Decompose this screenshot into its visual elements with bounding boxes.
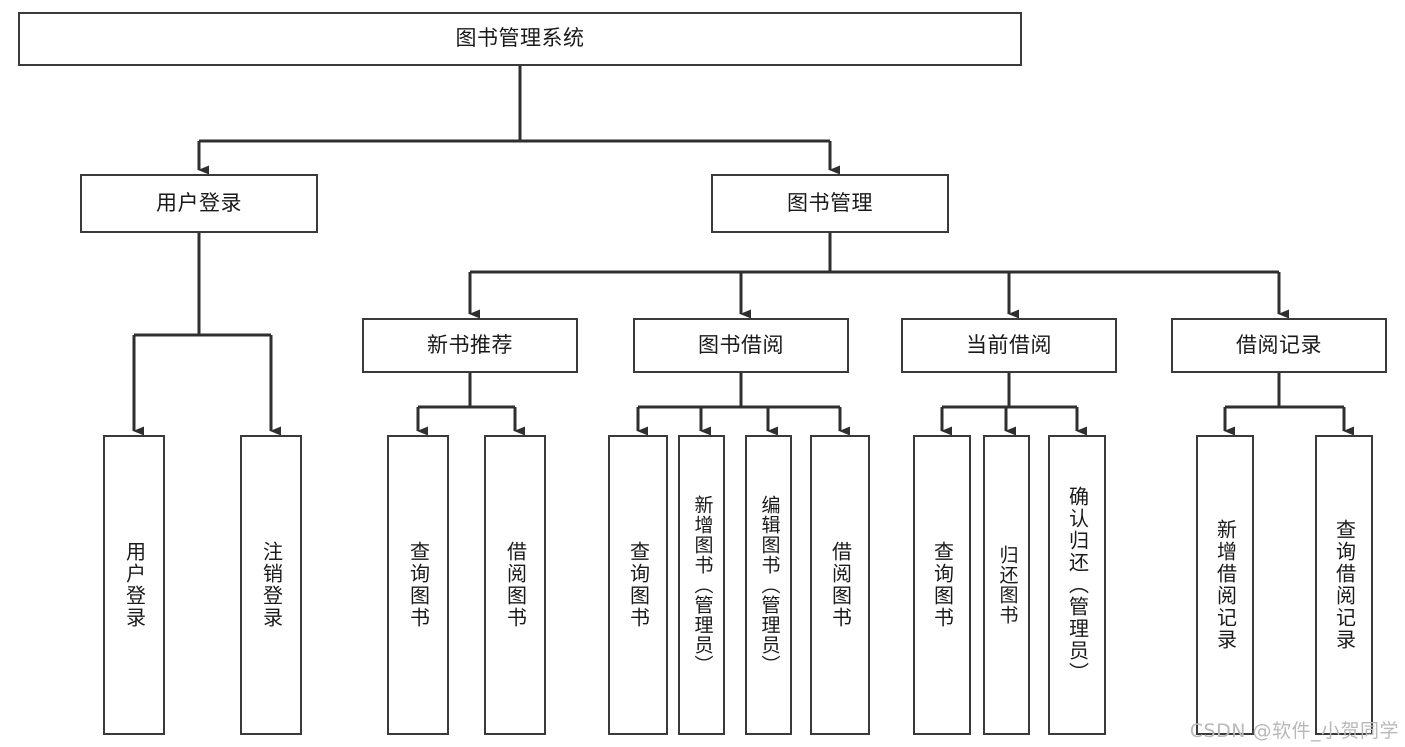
node-user-login-label: 用户登录 [156,190,242,215]
node-leaf-query-book-1[interactable]: 查询图书 [387,435,449,735]
node-leaf-query-book-2-label: 查询图书 [626,541,651,629]
node-book-borrow-label: 图书借阅 [698,332,784,357]
node-current-borrow[interactable]: 当前借阅 [901,318,1117,373]
node-leaf-confirm-return-admin[interactable]: 确认归还（管理员） [1048,435,1106,735]
node-new-book-recommend-label: 新书推荐 [427,332,513,357]
node-borrow-record-label: 借阅记录 [1236,332,1322,357]
node-leaf-borrow-book-2-label: 借阅图书 [828,541,853,629]
node-leaf-borrow-book-1-label: 借阅图书 [503,541,528,629]
node-borrow-record[interactable]: 借阅记录 [1171,318,1387,373]
node-leaf-user-login[interactable]: 用户登录 [103,435,165,735]
node-new-book-recommend[interactable]: 新书推荐 [362,318,578,373]
node-book-management-label: 图书管理 [787,190,873,215]
node-leaf-confirm-return-admin-label: 确认归还（管理员） [1065,486,1090,684]
node-leaf-user-logout-label: 注销登录 [259,541,284,629]
node-leaf-borrow-book-1[interactable]: 借阅图书 [484,435,546,735]
node-leaf-query-book-3-label: 查询图书 [930,541,955,629]
node-leaf-return-book[interactable]: 归还图书 [983,435,1030,735]
node-book-borrow[interactable]: 图书借阅 [633,318,849,373]
node-root-label: 图书管理系统 [455,26,585,51]
node-leaf-borrow-book-2[interactable]: 借阅图书 [810,435,870,735]
node-leaf-query-borrow-record[interactable]: 查询借阅记录 [1315,435,1373,735]
node-user-login[interactable]: 用户登录 [80,174,318,233]
node-leaf-return-book-label: 归还图书 [996,545,1019,625]
node-leaf-add-book-admin-label: 新增图书（管理员） [691,495,714,675]
node-leaf-query-book-2[interactable]: 查询图书 [608,435,668,735]
node-leaf-query-book-3[interactable]: 查询图书 [913,435,971,735]
node-book-management[interactable]: 图书管理 [711,174,949,233]
node-leaf-add-borrow-record-label: 新增借阅记录 [1213,519,1238,651]
node-root-system[interactable]: 图书管理系统 [18,12,1022,66]
node-leaf-edit-book-admin[interactable]: 编辑图书（管理员） [745,435,792,735]
node-leaf-user-login-label: 用户登录 [122,541,147,629]
watermark-text: CSDN @软件_小贺同学 [1189,720,1399,742]
node-leaf-query-borrow-record-label: 查询借阅记录 [1332,519,1357,651]
node-leaf-add-book-admin[interactable]: 新增图书（管理员） [678,435,725,735]
node-current-borrow-label: 当前借阅 [966,332,1052,357]
node-leaf-query-book-1-label: 查询图书 [406,541,431,629]
node-leaf-edit-book-admin-label: 编辑图书（管理员） [758,495,781,675]
node-leaf-add-borrow-record[interactable]: 新增借阅记录 [1196,435,1254,735]
node-leaf-user-logout[interactable]: 注销登录 [240,435,302,735]
